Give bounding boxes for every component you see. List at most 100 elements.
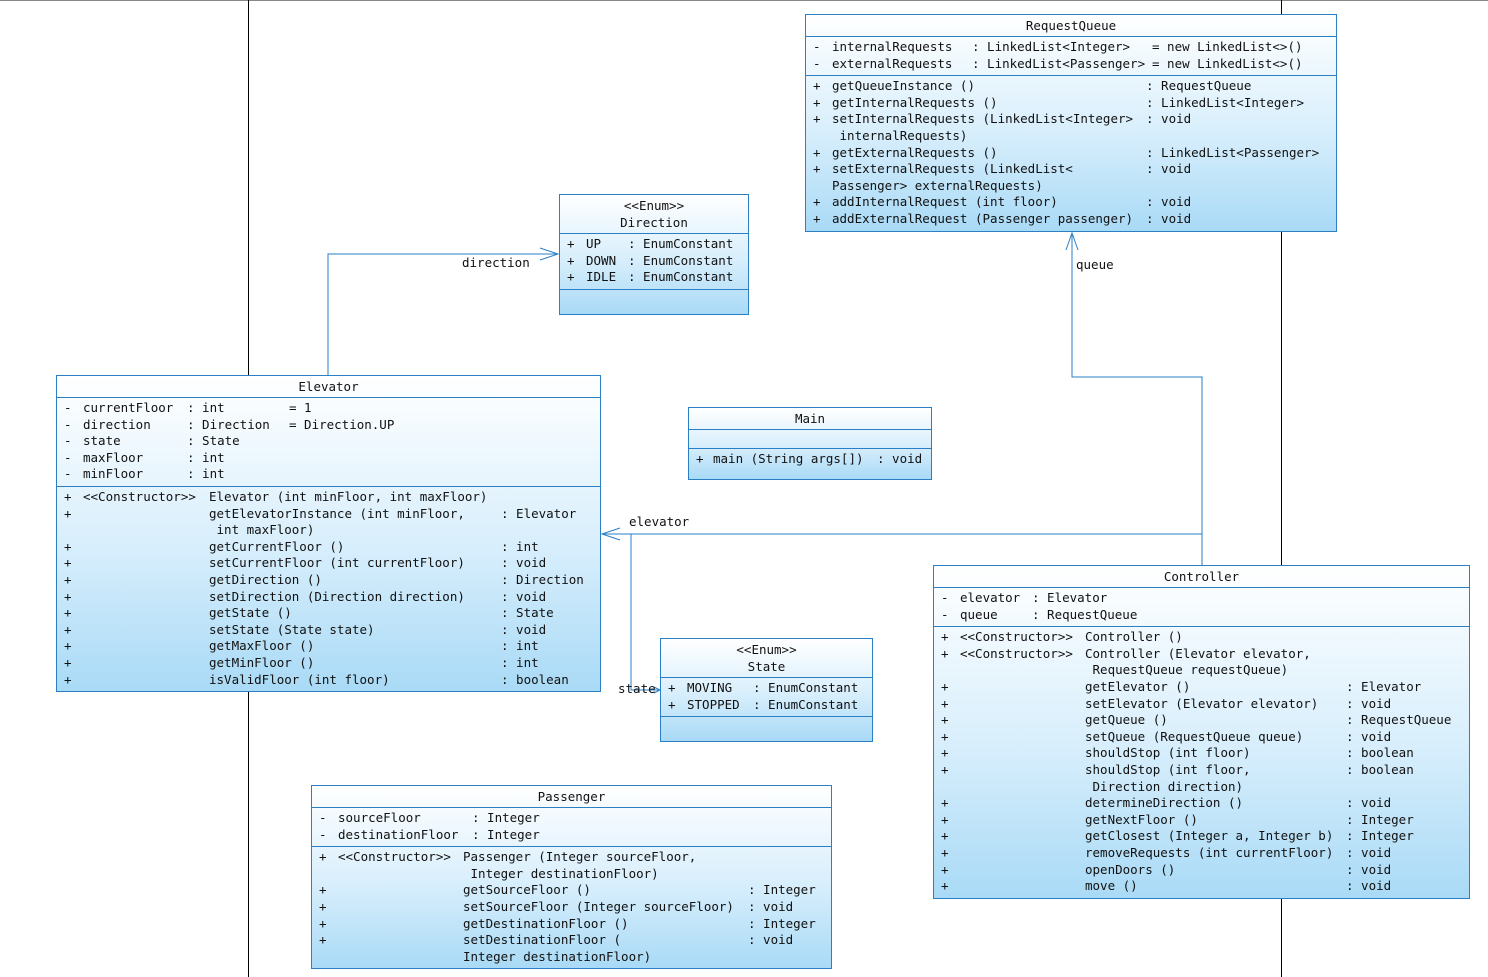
operation-row: +getNextFloor (): Integer — [941, 811, 1414, 827]
constants-section: +UP: EnumConstant +DOWN: EnumConstant +I… — [560, 233, 748, 289]
operation-row: +setDestinationFloor (: void — [319, 932, 794, 948]
attributes-section: -elevator: Elevator -queue: RequestQueue — [934, 587, 1469, 626]
operation-row: +setState (State state): void — [64, 621, 547, 637]
operation-row: +setDirection (Direction direction): voi… — [64, 588, 547, 604]
attribute-row: -sourceFloor: Integer — [319, 810, 540, 825]
operation-row: +setInternalRequests (LinkedList<Integer… — [813, 111, 1192, 127]
operation-row: +getCurrentFloor (): int — [64, 538, 539, 554]
operation-row: +getElevatorInstance (int minFloor,: Ele… — [64, 505, 577, 521]
attribute-row: -direction: Direction= Direction.UP — [64, 416, 395, 432]
operation-row: +getQueueInstance (): RequestQueue — [813, 78, 1252, 94]
operation-row: +setSourceFloor (Integer sourceFloor): v… — [319, 898, 794, 914]
operation-row: Integer destinationFloor) — [463, 948, 652, 964]
class-name: Main — [794, 411, 826, 426]
operation-row: +getElevator (): Elevator — [941, 678, 1422, 694]
operation-row: +move (): void — [941, 878, 1392, 894]
class-name: Controller — [1163, 569, 1240, 584]
operation-row: +<<Constructor>>Controller (Elevator ele… — [941, 645, 1311, 661]
operation-row: +removeRequests (int currentFloor): void — [941, 844, 1392, 860]
assoc-elevator-direction — [327, 253, 558, 375]
operation-row: int maxFloor) — [209, 522, 315, 538]
operation-row: +setCurrentFloor (int currentFloor): voi… — [64, 555, 547, 571]
class-name: RequestQueue — [1025, 18, 1117, 33]
operation-row: +addInternalRequest (int floor): void — [813, 194, 1192, 210]
class-controller[interactable]: Controller -elevator: Elevator -queue: R… — [933, 565, 1470, 899]
operation-row: +<<Constructor>>Controller () — [941, 629, 1183, 645]
operation-row: +<<Constructor>>Elevator (int minFloor, … — [64, 488, 488, 504]
operations-section: +<<Constructor>>Controller () +<<Constru… — [934, 626, 1469, 898]
operation-row: +getState (): State — [64, 605, 554, 621]
operation-row: +getExternalRequests (): LinkedList<Pass… — [813, 144, 1320, 160]
arrowhead-elevator — [600, 527, 621, 541]
operation-row: +getInternalRequests (): LinkedList<Inte… — [813, 94, 1305, 110]
operation-row: +getSourceFloor (): Integer — [319, 882, 816, 898]
operation-row: +getDestinationFloor (): Integer — [319, 915, 816, 931]
enum-constant-row: +UP: EnumConstant — [567, 236, 734, 251]
class-name: Elevator — [298, 379, 359, 394]
operation-row: +setQueue (RequestQueue queue): void — [941, 728, 1392, 744]
attributes-section: -currentFloor: int= 1 -direction: Direct… — [57, 397, 600, 486]
enum-stereotype: <<Enum>> — [623, 198, 685, 213]
operations-section: +getQueueInstance (): RequestQueue +getI… — [806, 75, 1336, 230]
operation-row: +setElevator (Elevator elevator): void — [941, 695, 1392, 711]
attribute-row: -minFloor: int — [64, 466, 225, 482]
attribute-row: -queue: RequestQueue — [941, 606, 1138, 622]
operation-row: +getDirection (): Direction — [64, 571, 584, 587]
operation-row: +shouldStop (int floor,: boolean — [941, 761, 1414, 777]
operations-section: +<<Constructor>>Elevator (int minFloor, … — [57, 485, 600, 691]
assoc-elevator-state — [630, 534, 660, 691]
attribute-row: -elevator: Elevator — [941, 590, 1108, 605]
class-passenger[interactable]: Passenger -sourceFloor: Integer -destina… — [311, 785, 832, 969]
operations-section — [560, 288, 748, 304]
class-elevator[interactable]: Elevator -currentFloor: int= 1 -directio… — [56, 375, 601, 692]
operation-row: Direction direction) — [1085, 778, 1244, 794]
top-border — [0, 0, 1488, 1]
enum-state[interactable]: <<Enum>> State +MOVING: EnumConstant +ST… — [660, 638, 873, 742]
operations-section: +<<Constructor>>Passenger (Integer sourc… — [312, 846, 831, 968]
label-state: state — [618, 681, 656, 696]
attributes-section — [689, 429, 931, 448]
attribute-row: -destinationFloor: Integer — [319, 826, 540, 842]
operation-row: Passenger> externalRequests) — [832, 177, 1043, 193]
constants-section: +MOVING: EnumConstant +STOPPED: EnumCons… — [661, 677, 872, 716]
class-name: Passenger — [537, 789, 606, 804]
attributes-section: -sourceFloor: Integer -destinationFloor:… — [312, 807, 831, 846]
label-elevator: elevator — [629, 514, 690, 529]
page-divider-right — [1281, 0, 1282, 977]
operation-row: RequestQueue requestQueue) — [1085, 662, 1289, 678]
operation-row: Integer destinationFloor) — [463, 865, 659, 881]
class-main[interactable]: Main +main (String args[]): void — [688, 407, 932, 480]
operation-row: +getQueue (): RequestQueue — [941, 712, 1452, 728]
operation-row: +isValidFloor (int floor): boolean — [64, 671, 569, 687]
attributes-section: -internalRequests: LinkedList<Integer>= … — [806, 36, 1336, 75]
operation-row: +addExternalRequest (Passenger passenger… — [813, 210, 1192, 226]
enum-direction[interactable]: <<Enum>> Direction +UP: EnumConstant +DO… — [559, 194, 749, 315]
operation-row: +determineDirection (): void — [941, 795, 1392, 811]
operation-row: +shouldStop (int floor): boolean — [941, 745, 1414, 761]
label-queue: queue — [1076, 257, 1114, 272]
class-requestqueue[interactable]: RequestQueue -internalRequests: LinkedLi… — [805, 14, 1337, 232]
attribute-row: -currentFloor: int= 1 — [64, 400, 312, 415]
class-name: State — [747, 659, 786, 674]
enum-constant-row: +STOPPED: EnumConstant — [668, 696, 859, 712]
enum-constant-row: +IDLE: EnumConstant — [567, 269, 734, 285]
enum-stereotype: <<Enum>> — [736, 642, 797, 657]
operation-row: +main (String args[]): void — [696, 451, 923, 466]
attribute-row: -maxFloor: int — [64, 449, 225, 465]
arrowhead-queue — [1065, 231, 1079, 251]
operation-row: +setExternalRequests (LinkedList<: void — [813, 161, 1192, 177]
operation-row: +openDoors (): void — [941, 861, 1392, 877]
operation-row: internalRequests) — [832, 127, 968, 143]
label-direction: direction — [462, 255, 530, 270]
operation-row: +getMaxFloor (): int — [64, 638, 539, 654]
attribute-row: -state: State — [64, 433, 240, 449]
class-name: Direction — [620, 215, 688, 230]
enum-constant-row: +DOWN: EnumConstant — [567, 252, 734, 268]
operation-row: +<<Constructor>>Passenger (Integer sourc… — [319, 849, 697, 865]
assoc-controller-queue — [1071, 233, 1203, 565]
operations-section — [661, 716, 872, 735]
operation-row: +getClosest (Integer a, Integer b): Inte… — [941, 828, 1414, 844]
attribute-row: -externalRequests: LinkedList<Passenger>… — [813, 55, 1303, 71]
operations-section: +main (String args[]): void — [689, 448, 931, 471]
